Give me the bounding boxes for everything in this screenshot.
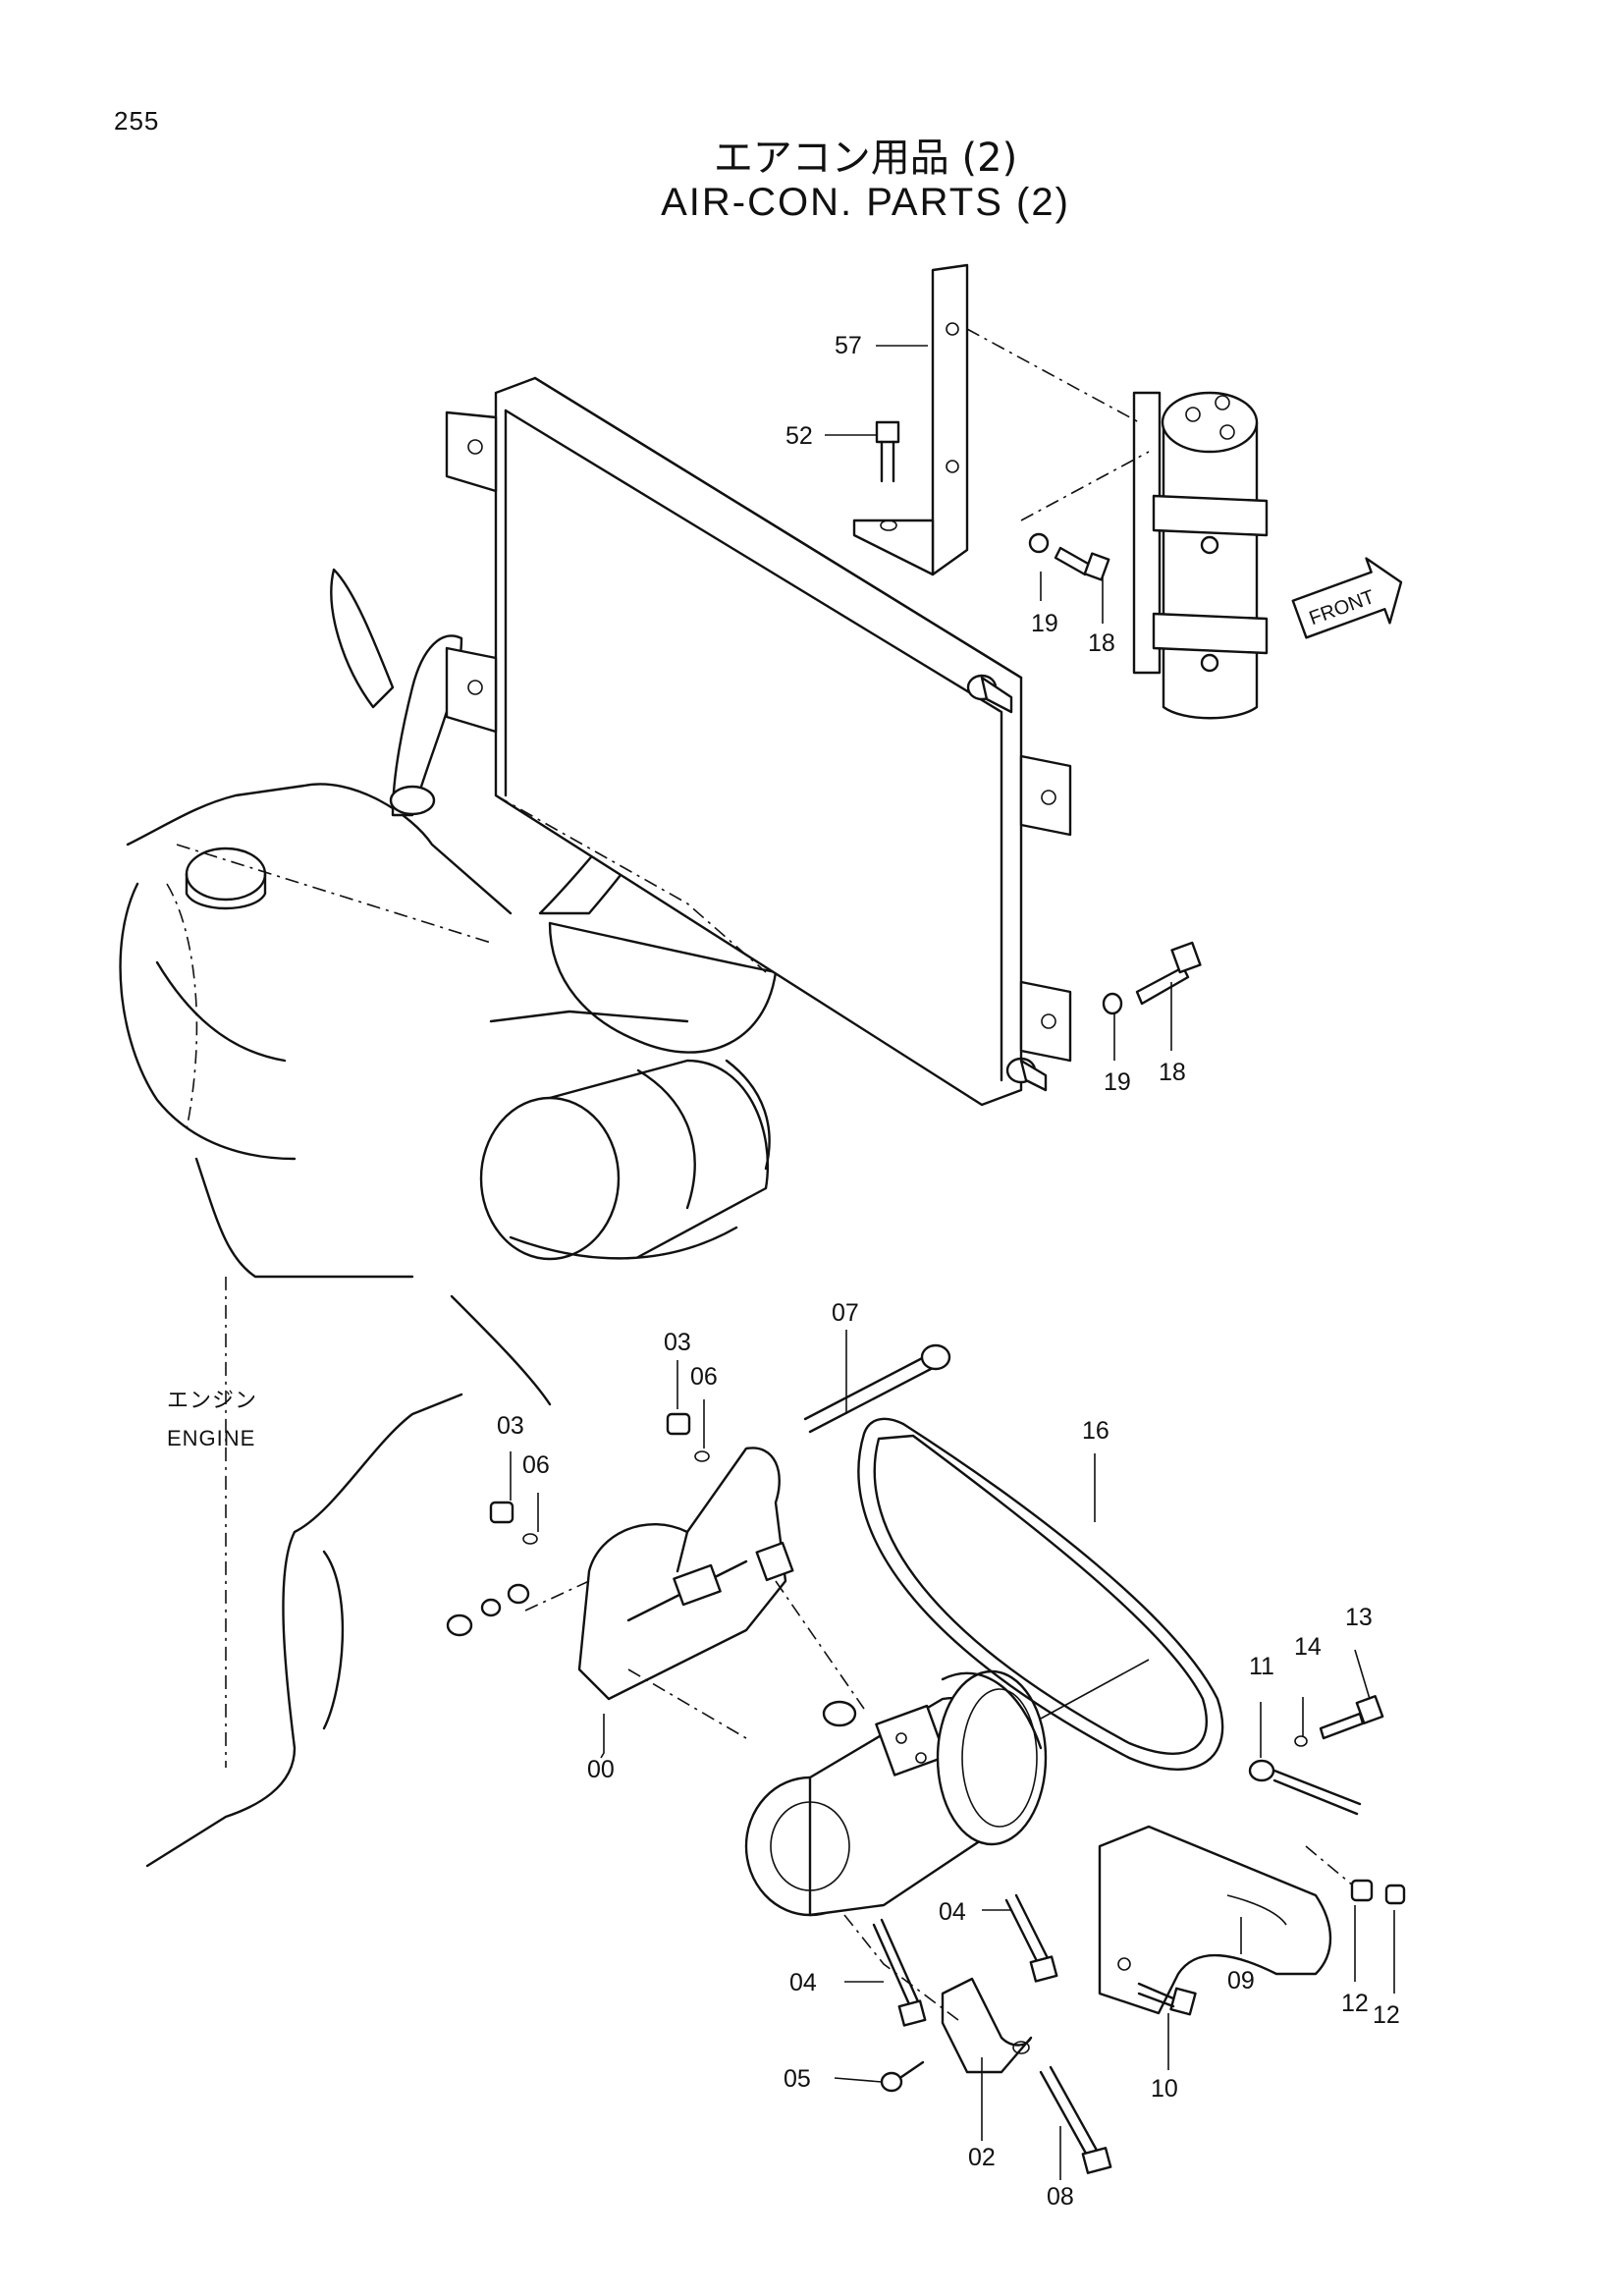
part-label-09: 09: [1227, 1967, 1255, 1995]
leader-lines: [510, 345, 1395, 2180]
part-label-03: 03: [664, 1329, 691, 1356]
part-label-16: 16: [1082, 1417, 1109, 1445]
part-label-05: 05: [784, 2065, 811, 2093]
part-label-04: 04: [789, 1969, 817, 1996]
compressor-assembly: [446, 1343, 1406, 2174]
part-label-12: 12: [1373, 2001, 1400, 2029]
engine-label-japanese: エンジン: [167, 1388, 257, 1412]
part-label-18: 18: [1159, 1059, 1186, 1086]
part-label-52: 52: [785, 422, 813, 450]
part-label-10: 10: [1151, 2075, 1178, 2103]
part-label-18: 18: [1088, 629, 1115, 657]
part-label-08: 08: [1047, 2183, 1074, 2211]
part-label-06: 06: [690, 1363, 718, 1391]
part-number-labels: 57 52 19 18 19 18 07 03 06 03 06 16 13 1…: [497, 332, 1400, 2211]
part-label-04: 04: [939, 1898, 966, 1926]
part-label-57: 57: [835, 332, 862, 359]
page-number: 255: [114, 106, 160, 136]
part-label-07: 07: [832, 1299, 859, 1327]
part-label-02: 02: [968, 2144, 996, 2171]
condenser: [176, 376, 1072, 1107]
receiver-drier: [852, 263, 1269, 1015]
part-label-14: 14: [1294, 1633, 1322, 1661]
front-direction-arrow: FRONT: [1291, 557, 1403, 639]
page-title-japanese: エアコン用品 (2): [713, 136, 1018, 181]
part-label-11: 11: [1249, 1653, 1274, 1680]
part-label-19: 19: [1031, 610, 1058, 637]
page-title-english: AIR-CON. PARTS (2): [661, 181, 1070, 224]
part-label-19: 19: [1104, 1068, 1131, 1096]
part-label-06: 06: [522, 1451, 550, 1479]
part-label-12: 12: [1341, 1990, 1369, 2017]
engine-label-english: ENGINE: [167, 1426, 255, 1450]
part-label-03: 03: [497, 1412, 524, 1440]
part-label-00: 00: [587, 1756, 615, 1783]
part-label-13: 13: [1345, 1604, 1373, 1631]
